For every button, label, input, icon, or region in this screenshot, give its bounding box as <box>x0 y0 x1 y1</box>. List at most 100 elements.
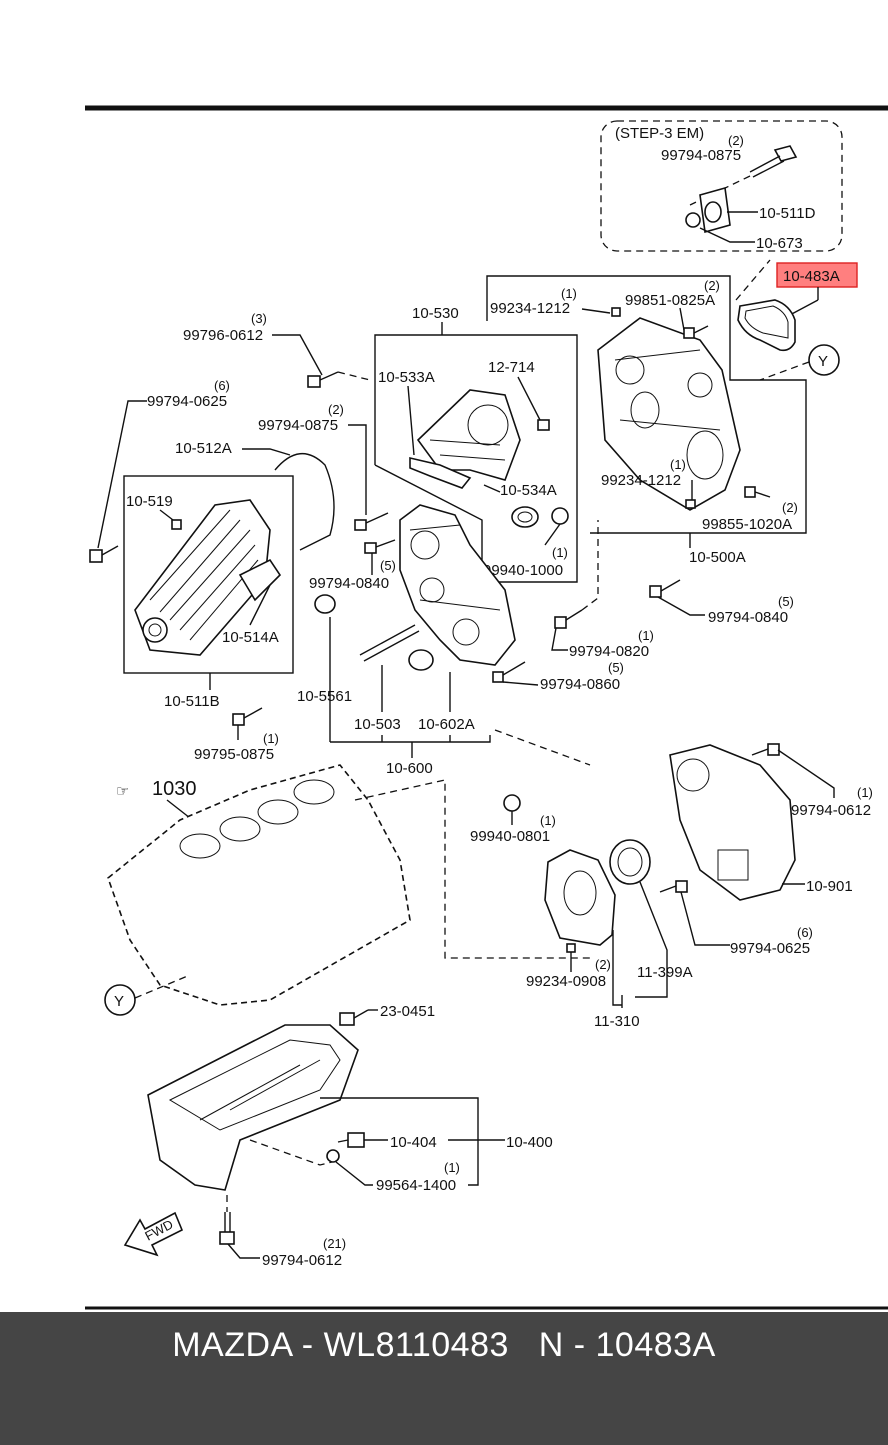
bolt-icon <box>749 145 798 178</box>
callout-10-600: 10-600 <box>386 760 433 777</box>
qty-99234-1212-mid: (1) <box>670 457 686 472</box>
qty-99794-0625-left: (6) <box>214 378 230 393</box>
timing-chain-case-icon <box>409 389 521 489</box>
dowel-icon <box>566 943 576 953</box>
oil-seal-icon <box>511 506 539 528</box>
dowel-icon <box>685 499 696 509</box>
bolt-icon <box>537 419 550 431</box>
callout-99794-0820: 99794-0820 <box>569 643 649 660</box>
callout-10-530: 10-530 <box>412 305 459 322</box>
callout-99795-0875: 99795-0875 <box>194 746 274 763</box>
bolt-icon <box>751 743 780 756</box>
group-box-10-511B <box>123 475 294 674</box>
qty-99851-0825A: (2) <box>704 278 720 293</box>
gasket-icon <box>737 299 796 352</box>
callout-99794-0875-mid: 99794-0875 <box>258 417 338 434</box>
seal-icon <box>314 594 336 614</box>
bolt-icon <box>611 307 709 339</box>
qty-99795-0875: (1) <box>263 731 279 746</box>
bolt-icon <box>354 512 389 531</box>
bolt-icon <box>554 609 583 629</box>
callout-99794-0625-left: 99794-0625 <box>147 393 227 410</box>
footer-part-number: MAZDA - WL8110483 N - 10483A <box>172 1326 716 1364</box>
callout-10-511B: 10-511B <box>164 693 220 710</box>
callout-11-399A: 11-399A <box>637 964 693 981</box>
seal-housing-icon <box>544 849 616 946</box>
callout-99794-0612-bottom: 99794-0612 <box>262 1252 342 1269</box>
callout-10-400: 10-400 <box>506 1134 553 1151</box>
qty-99940-1000: (1) <box>552 545 568 560</box>
engine-block-icon <box>107 764 411 1006</box>
drain-plug-icon <box>337 1132 365 1148</box>
nut-icon <box>551 507 569 525</box>
callout-10-534A: 10-534A <box>500 482 557 499</box>
qty-99794-0875-mid: (2) <box>328 402 344 417</box>
bolt-icon <box>307 371 339 388</box>
oil-pump-housing-icon <box>399 504 516 666</box>
callout-99940-0801: 99940-0801 <box>470 828 550 845</box>
bolt-icon <box>89 545 119 563</box>
callout-99794-0612-right: 99794-0612 <box>791 802 871 819</box>
qty-99794-0840-right: (5) <box>778 594 794 609</box>
bolt-icon <box>219 1212 235 1245</box>
step3-em-label: (STEP-3 EM) <box>615 125 704 142</box>
callout-99940-1000: 99940-1000 <box>483 562 563 579</box>
callout-99794-0840-right: 99794-0840 <box>708 609 788 626</box>
callout-99794-0860: 99794-0860 <box>540 676 620 693</box>
bolt-icon <box>364 539 396 554</box>
cylinder-head-cover-icon <box>134 499 282 656</box>
pin-icon <box>171 519 182 530</box>
callout-10-514A: 10-514A <box>222 629 279 646</box>
step3-em-box <box>600 120 843 252</box>
o-ring-icon <box>685 212 701 228</box>
qty-99794-0820: (1) <box>638 628 654 643</box>
fitting-icon <box>699 186 731 234</box>
callout-1030: 1030 <box>152 778 197 800</box>
qty-99940-0801: (1) <box>540 813 556 828</box>
qty-99855-1020A: (2) <box>782 500 798 515</box>
callout-99234-0908: 99234-0908 <box>526 973 606 990</box>
callout-99234-1212-top-qty: (1) <box>561 286 577 301</box>
callout-10-500A: 10-500A <box>689 549 746 566</box>
qty-99794-0875-top: (2) <box>728 133 744 148</box>
callout-10-519: 10-519 <box>126 493 173 510</box>
timing-cover-icon <box>597 317 741 511</box>
fwd-arrow-icon: FWD <box>123 1211 184 1257</box>
callout-10-483A: 10-483A <box>783 268 840 285</box>
callout-99794-0625-right: 99794-0625 <box>730 940 810 957</box>
gasket-wire-icon <box>274 452 335 551</box>
end-plate-icon <box>669 744 796 901</box>
qty-99794-0840-left: (5) <box>380 558 396 573</box>
callout-99564-1400: 99564-1400 <box>376 1177 456 1194</box>
footer-bar: MAZDA - WL8110483 N - 10483A <box>0 1312 888 1445</box>
callout-10-901: 10-901 <box>806 878 853 895</box>
callout-10-5561: 10-5561 <box>297 688 352 705</box>
callout-10-404: 10-404 <box>390 1134 437 1151</box>
qty-99564-1400: (1) <box>444 1160 460 1175</box>
qty-99794-0860: (5) <box>608 660 624 675</box>
qty-99794-0625-right: (6) <box>797 925 813 940</box>
callout-10-602A: 10-602A <box>418 716 475 733</box>
callout-10-533A: 10-533A <box>378 369 435 386</box>
callout-99234-1212-top: 99234-1212 <box>490 300 570 317</box>
qty-99796-0612: (3) <box>251 311 267 326</box>
ref-y-circle-bottom <box>104 984 136 1016</box>
callout-10-673: 10-673 <box>756 235 803 252</box>
bolt-icon <box>659 880 688 893</box>
oil-seal-icon <box>609 839 651 885</box>
sensor-icon <box>339 1009 369 1026</box>
qty-99234-0908: (2) <box>595 957 611 972</box>
bolt-icon <box>649 579 681 598</box>
callout-y-top: Y <box>818 353 828 370</box>
callout-99794-0840-left: 99794-0840 <box>309 575 389 592</box>
oil-pan-icon <box>147 1024 359 1191</box>
qty-99794-0612-right: (1) <box>857 785 873 800</box>
callout-99796-0612: 99796-0612 <box>183 327 263 344</box>
washer-icon <box>326 1149 340 1163</box>
callout-99851-0825A: 99851-0825A <box>625 292 715 309</box>
pulley-icon <box>408 649 434 671</box>
callout-12-714: 12-714 <box>488 359 535 376</box>
callout-99234-1212-mid: 99234-1212 <box>601 472 681 489</box>
callout-23-0451: 23-0451 <box>380 1003 435 1020</box>
nut-icon <box>503 794 521 812</box>
